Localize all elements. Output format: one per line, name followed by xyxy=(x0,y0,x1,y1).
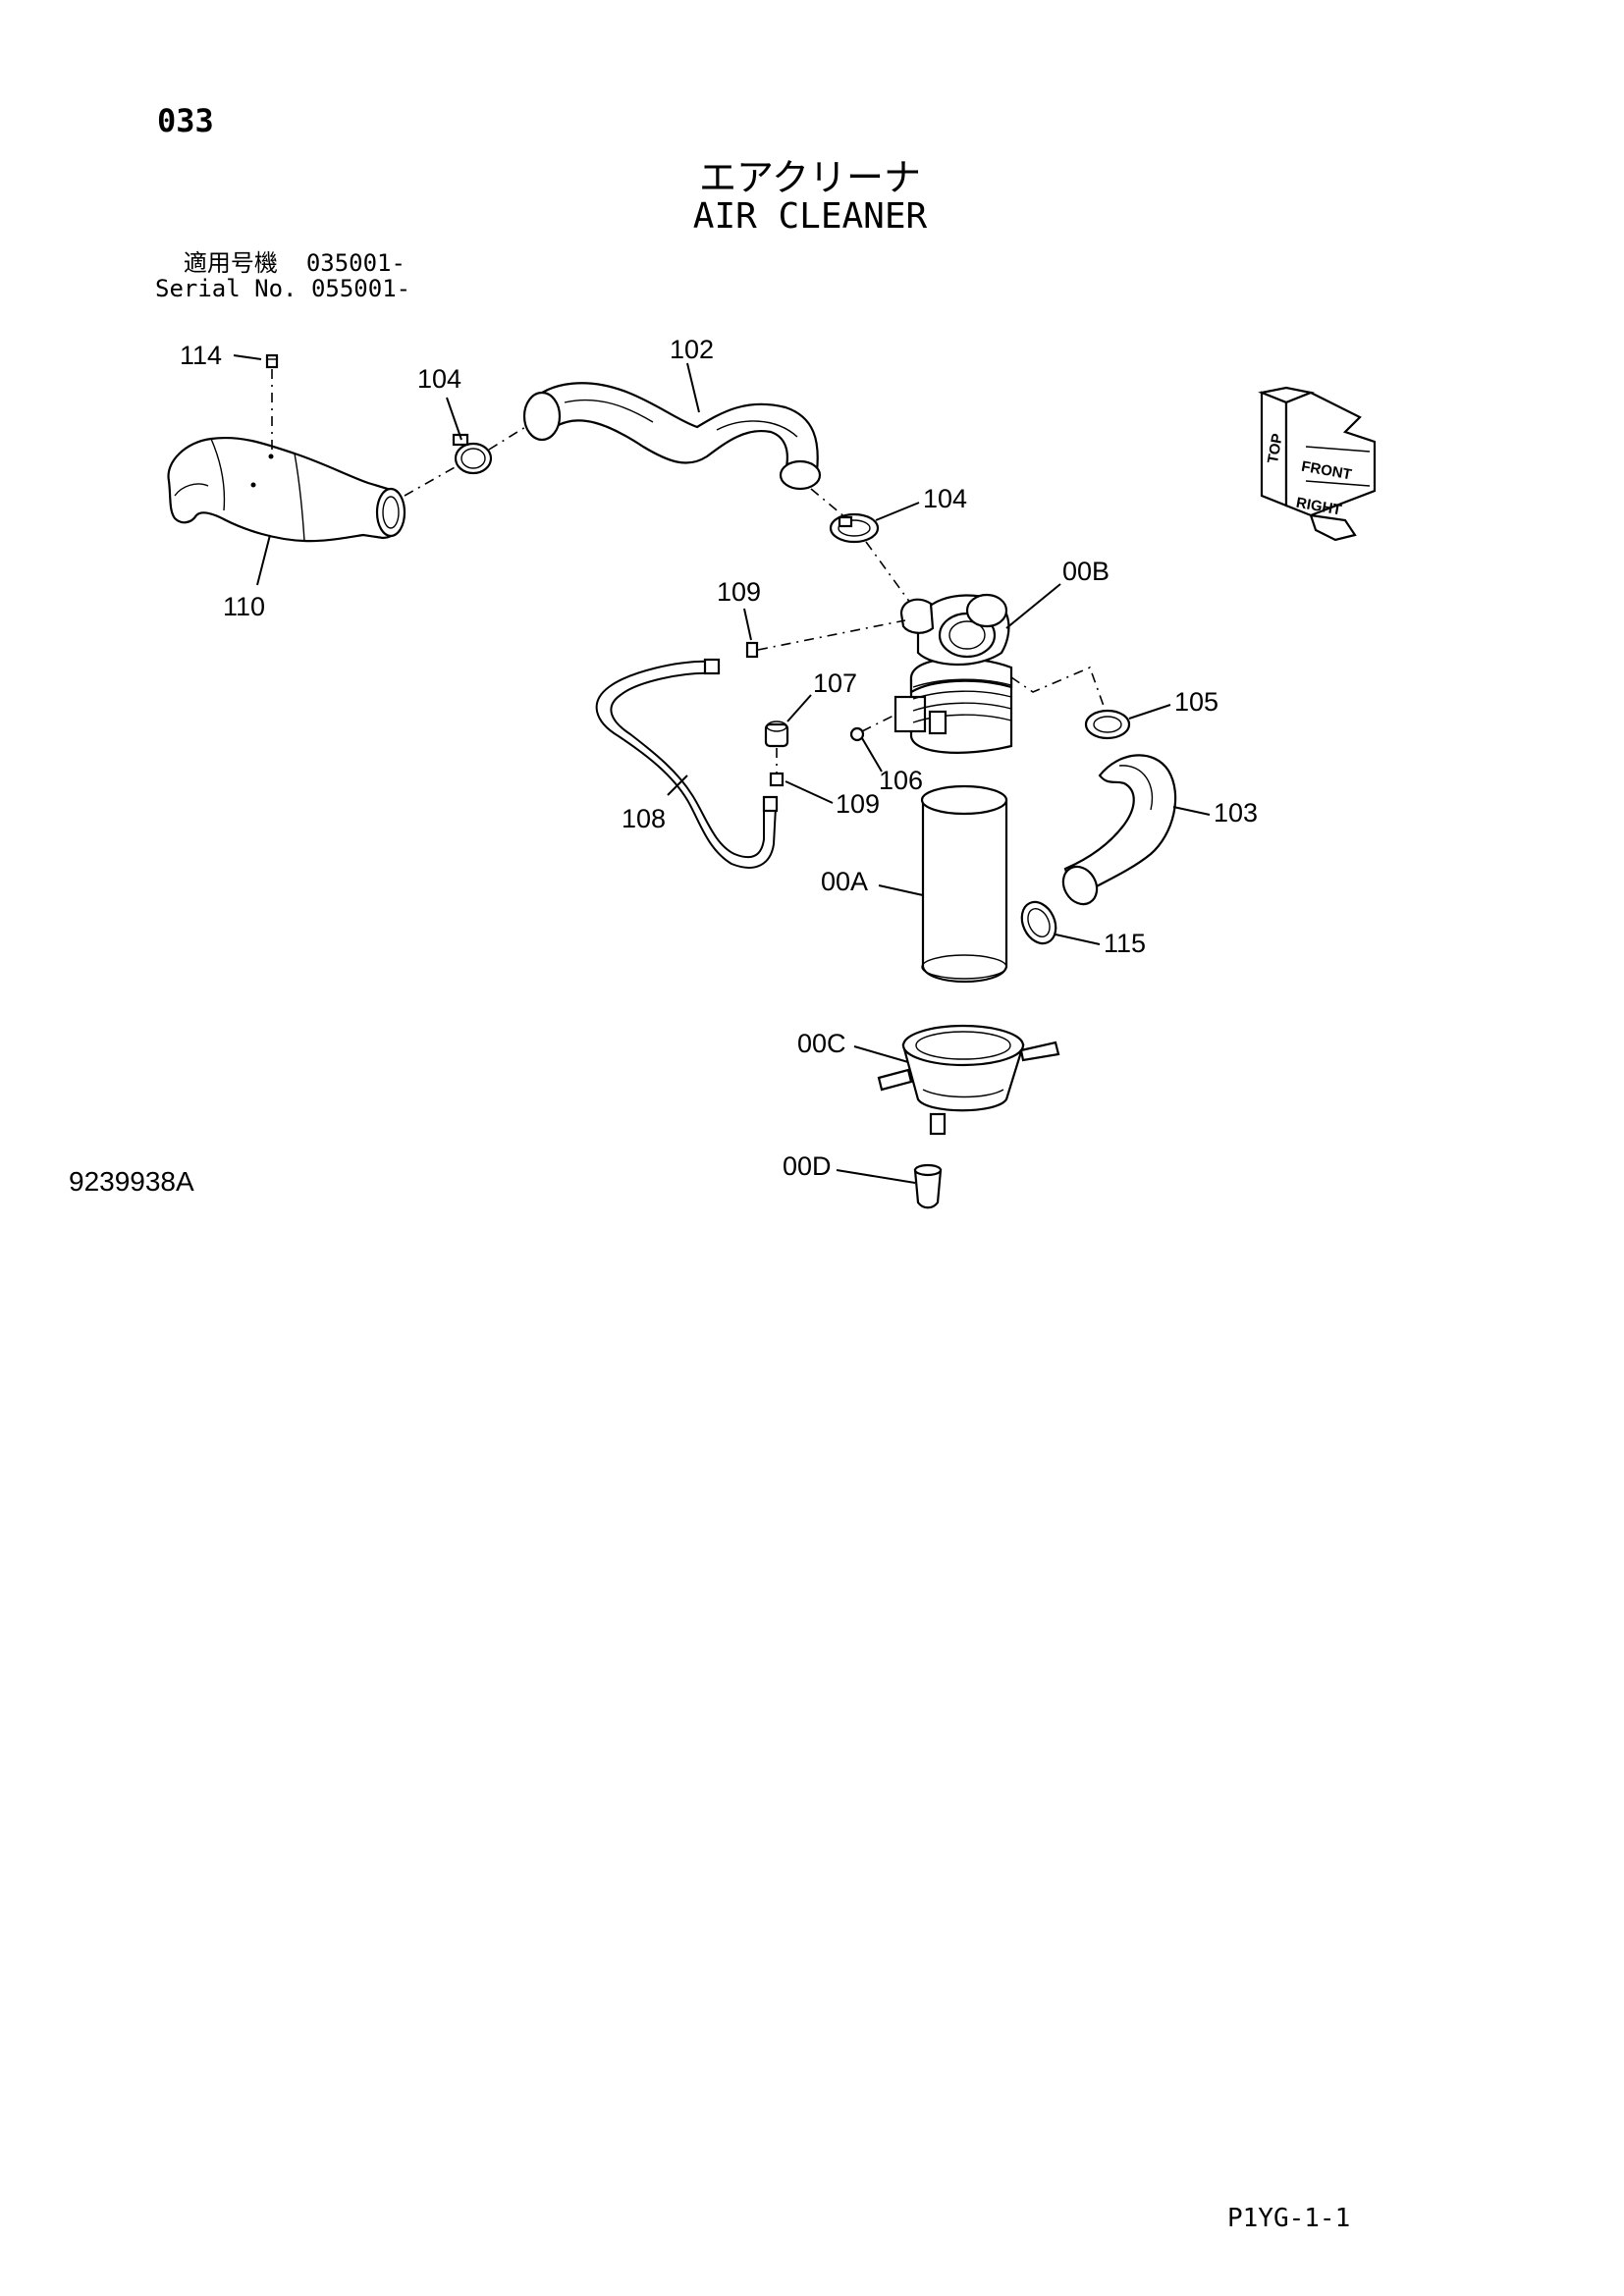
serial-block: 適用号機 035001-Serial No. 055001- xyxy=(155,250,410,301)
part-110-hole xyxy=(268,454,274,459)
callout-110: 110 xyxy=(223,592,265,621)
callout-00A: 00A xyxy=(821,867,868,896)
serial-en-value: 055001- xyxy=(310,275,411,302)
callout-114: 114 xyxy=(180,341,222,370)
callout-105: 105 xyxy=(1174,687,1218,717)
part-106-fitting xyxy=(849,726,865,742)
part-109-fitting-upper xyxy=(745,641,759,659)
part-103-hose xyxy=(1061,754,1177,906)
callout-104-lower: 104 xyxy=(923,484,967,513)
callout-103: 103 xyxy=(1214,798,1258,828)
title-english: AIR CLEANER xyxy=(692,196,928,237)
leader-104b xyxy=(875,502,920,521)
part-114-bolt xyxy=(265,353,279,369)
callout-00C: 00C xyxy=(797,1029,846,1058)
leader-107 xyxy=(786,694,812,722)
drawing-id: 9239938A xyxy=(69,1166,194,1197)
leader-102 xyxy=(686,362,700,413)
callout-104-upper: 104 xyxy=(417,364,461,394)
part-115-clamp xyxy=(1020,900,1057,945)
leader-lines xyxy=(233,354,1211,1184)
part-110-hole xyxy=(250,482,256,488)
part-104-clamp-lower xyxy=(829,512,880,544)
orientation-indicator: TOP FRONT RIGHT xyxy=(1258,386,1377,542)
part-105-clamp xyxy=(1084,709,1131,740)
callout-00D: 00D xyxy=(783,1151,832,1181)
part-00C-cup xyxy=(877,1024,1060,1136)
leader-109a xyxy=(743,608,752,641)
leader-109b xyxy=(785,780,834,804)
leader-114 xyxy=(233,354,262,360)
leader-115 xyxy=(1055,934,1101,945)
part-108-tube xyxy=(595,658,779,869)
serial-en-label: Serial No. xyxy=(155,275,298,302)
serial-jp-value: 035001- xyxy=(305,249,406,277)
part-109-fitting-lower xyxy=(769,772,785,787)
centerline-106-00B xyxy=(861,714,896,732)
centerline-102-104 xyxy=(810,488,847,519)
part-00A-element xyxy=(920,784,1008,983)
leader-00D xyxy=(836,1169,916,1184)
leader-110 xyxy=(256,534,271,586)
leader-108 xyxy=(667,774,688,796)
serial-row-jp: 適用号機 035001- xyxy=(155,250,410,276)
centerline-104-102 xyxy=(488,423,531,451)
centerline-00B-105 xyxy=(1010,666,1106,710)
centerline-109-00B xyxy=(757,619,906,651)
callout-106: 106 xyxy=(879,766,923,795)
serial-jp-label: 適用号機 xyxy=(183,249,278,277)
leader-00A xyxy=(878,884,924,896)
leader-00C xyxy=(853,1045,909,1063)
callout-109-lower: 109 xyxy=(836,789,880,819)
page-code: P1YG-1-1 xyxy=(1227,2204,1351,2233)
leader-106 xyxy=(861,737,883,773)
title-japanese: エアクリーナ xyxy=(698,156,922,199)
callout-109-upper: 109 xyxy=(717,577,761,607)
part-102-hose xyxy=(522,382,822,491)
leader-105 xyxy=(1128,704,1171,720)
callout-107: 107 xyxy=(813,668,857,698)
callout-115: 115 xyxy=(1104,929,1146,958)
part-104-clamp-upper xyxy=(452,433,493,475)
leader-00B xyxy=(1005,583,1061,629)
leader-104a xyxy=(446,397,462,441)
page-number: 033 xyxy=(157,102,214,139)
part-107-fitting xyxy=(764,721,789,748)
leader-103 xyxy=(1172,806,1211,816)
orientation-top-label: TOP xyxy=(1265,432,1286,464)
part-00D-valve xyxy=(913,1163,943,1209)
callout-108: 108 xyxy=(622,804,666,833)
callout-00B: 00B xyxy=(1062,557,1110,586)
centerline-110-104 xyxy=(404,465,458,497)
part-110-intake-duct xyxy=(167,436,406,543)
part-00B-housing xyxy=(893,593,1013,754)
serial-row-en: Serial No. 055001- xyxy=(155,276,410,301)
callout-102: 102 xyxy=(670,335,714,364)
